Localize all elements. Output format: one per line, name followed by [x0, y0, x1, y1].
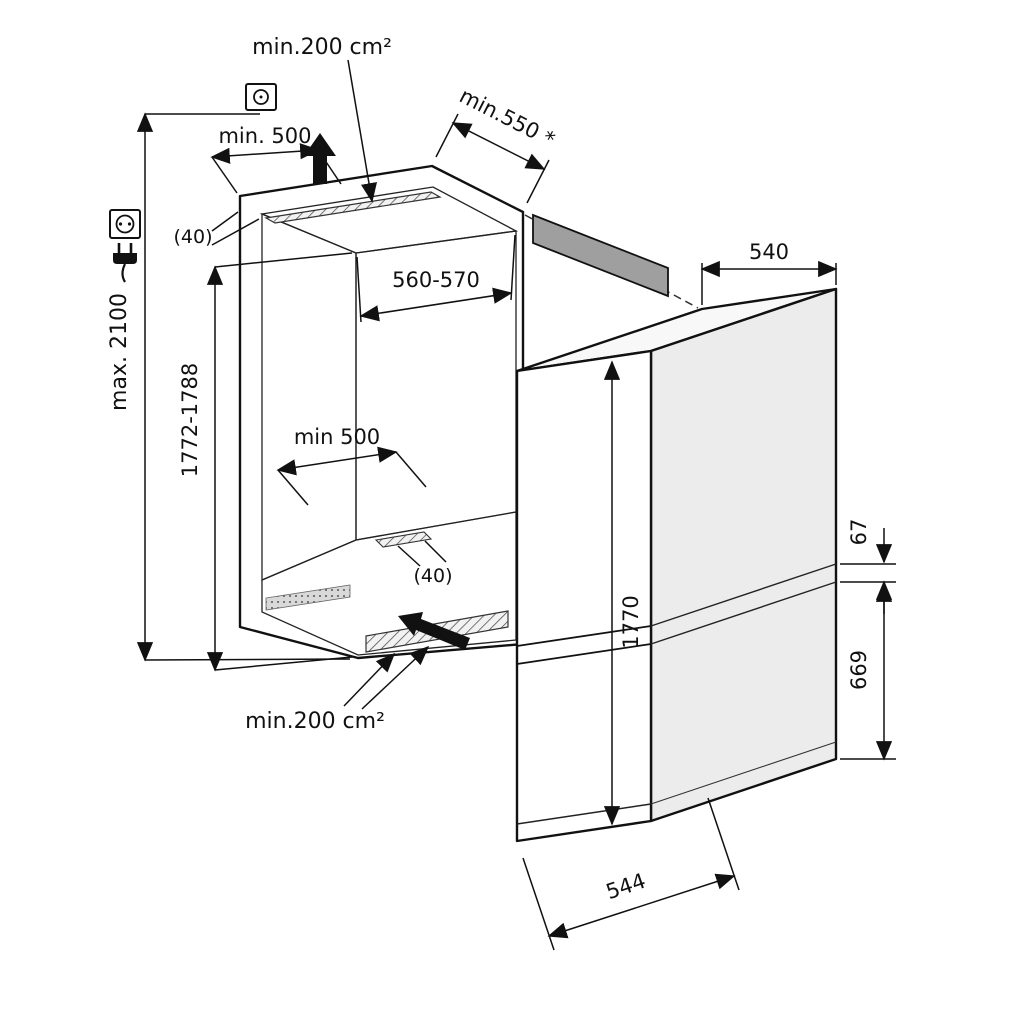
- niche-width-label: 560-570: [392, 268, 480, 292]
- bottom-vent-leader-2: [361, 645, 430, 710]
- dim-bottom-vent: min.200 cm²: [245, 645, 430, 734]
- niche-depth-line: [451, 122, 546, 170]
- niche-top-width-label: min. 500: [218, 124, 311, 148]
- wall-thickness-leader-2: [211, 218, 260, 246]
- top-vent-leader: [347, 59, 378, 203]
- door-split-lower-side: [650, 581, 837, 645]
- floor-width-ext-left: [277, 469, 309, 506]
- door-split-upper-side: [650, 563, 837, 627]
- niche-top-width-ext-left: [211, 156, 238, 194]
- dim-wall-thickness-top: (40): [173, 211, 260, 248]
- appliance-depth-ext-back: [707, 797, 740, 891]
- wall-thickness-top-label: (40): [173, 226, 212, 248]
- plinth-line-front: [516, 803, 652, 825]
- niche-height-ext-top: [214, 252, 353, 268]
- plug-icon: [113, 243, 137, 283]
- socket-circle: [115, 214, 135, 234]
- plinth-line-side: [650, 741, 837, 805]
- dim-top-vent: min.200 cm²: [252, 35, 392, 203]
- dim-freezer-door-height: 669: [840, 580, 896, 761]
- door-split-upper: [516, 625, 652, 647]
- dim-floor-width: min 500: [276, 425, 427, 506]
- door-split-lower: [516, 643, 652, 665]
- niche-depth-label: min.550 *: [456, 84, 559, 152]
- hidden-vent-strip: [265, 584, 351, 611]
- dim-niche-height: 1772-1788: [178, 252, 353, 672]
- appliance-depth-label: 544: [603, 869, 649, 904]
- socket-frame: [109, 209, 141, 239]
- plug-cable: [121, 263, 126, 283]
- floor-spacer-label: (40): [413, 565, 452, 587]
- top-vent-label: min.200 cm²: [252, 35, 392, 60]
- ceiling-height-label: max. 2100: [107, 293, 132, 411]
- appliance-drawing: [515, 287, 838, 843]
- dim-appliance-height: 1770: [603, 360, 643, 826]
- dim-appliance-width: 540: [700, 240, 838, 305]
- floor-spacer-leader-2: [424, 540, 447, 563]
- door-gap-label: 67: [847, 519, 871, 546]
- niche-height-ext-bottom: [214, 656, 353, 671]
- niche-top-width-line: [210, 143, 320, 164]
- airflow-arrow-bottom-icon: [398, 612, 470, 650]
- floor-width-line: [276, 446, 398, 476]
- floor-spacer-leader-1: [397, 545, 421, 567]
- bottom-vent-label: min.200 cm²: [245, 709, 385, 734]
- socket-pin-right: [127, 222, 132, 226]
- niche-top-width-ext-right: [317, 149, 342, 185]
- floor-width-ext-right: [395, 451, 427, 488]
- dim-niche-top-width: min. 500: [210, 124, 342, 194]
- junction-box-dot: [259, 95, 263, 99]
- niche-width-line: [359, 287, 513, 322]
- appliance-height-label: 1770: [619, 595, 643, 648]
- appliance-width-label: 540: [749, 240, 789, 264]
- freezer-door-label: 669: [847, 650, 871, 690]
- dim-niche-width: 560-570: [356, 234, 516, 323]
- furniture-panel: [532, 213, 669, 298]
- ceiling-height-ext-bottom: [144, 658, 351, 661]
- plug-body: [113, 253, 137, 264]
- dim-ceiling-height: max. 2100: [107, 112, 351, 662]
- niche-depth-ext-left: [435, 113, 459, 158]
- dim-door-gap: 67: [840, 519, 896, 614]
- floor-spacer-strip: [374, 531, 433, 548]
- niche-outer-silhouette: [238, 164, 525, 660]
- appliance-side-face: [649, 287, 838, 823]
- appliance-depth-line: [547, 873, 736, 939]
- floor-width-label: min 500: [294, 425, 380, 449]
- wall-thickness-leader-1: [211, 211, 239, 232]
- dim-floor-spacer: (40): [397, 540, 453, 587]
- socket-pin-left: [118, 222, 123, 226]
- niche-height-label: 1772-1788: [178, 363, 202, 477]
- power-socket-icon: [109, 209, 141, 239]
- junction-box-icon: [245, 83, 277, 111]
- niche-drawing: [238, 164, 525, 660]
- junction-box-circle: [253, 89, 269, 105]
- bottom-vent-leader-1: [343, 652, 396, 707]
